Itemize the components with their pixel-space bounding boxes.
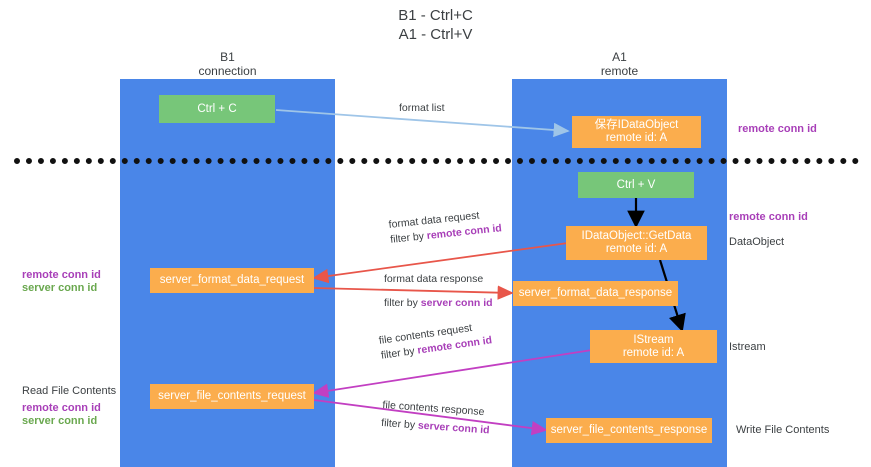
- edge-label-format-data-response-line2: filter by server conn id: [384, 296, 493, 311]
- column-b1-name: B1: [220, 50, 235, 64]
- filter-key-server-conn-id-1: server conn id: [420, 297, 493, 309]
- node-server-file-contents-request-label: server_file_contents_request: [158, 390, 306, 402]
- side-label-dataobject: DataObject: [729, 236, 785, 248]
- node-ctrl-v[interactable]: Ctrl + V: [578, 172, 694, 198]
- column-caption-b1: B1 connection: [120, 50, 335, 78]
- side-label-remote-conn-id-mid: remote conn id: [729, 211, 808, 223]
- node-getdata-title: IDataObject::GetData: [581, 230, 692, 242]
- node-istream-title: IStream: [633, 333, 674, 346]
- node-server-file-contents-response-label: server_file_contents_response: [550, 424, 708, 436]
- side-label-left-remote-conn-id-mid: remote conn id: [22, 269, 101, 281]
- node-save-dataobject-subtitle: remote id: A: [605, 132, 668, 144]
- edge-label-format-list: format list: [399, 102, 445, 114]
- node-server-format-data-response[interactable]: server_format_data_response: [513, 281, 678, 306]
- node-server-file-contents-response[interactable]: server_file_contents_response: [546, 418, 712, 443]
- diagram-title: B1 - Ctrl+C A1 - Ctrl+V: [0, 6, 871, 44]
- node-ctrl-v-label: Ctrl + V: [616, 178, 656, 191]
- edge-label-format-data-request: format data request filter by remote con…: [388, 206, 503, 248]
- node-istream[interactable]: IStream remote id: A: [590, 330, 717, 363]
- node-getdata-subtitle: remote id: A: [605, 243, 668, 255]
- filter-prefix-4: filter by: [380, 416, 419, 432]
- node-ctrl-c[interactable]: Ctrl + C: [159, 95, 275, 123]
- title-line-1: B1 - Ctrl+C: [398, 7, 473, 24]
- title-line-2: A1 - Ctrl+V: [398, 26, 473, 43]
- filter-prefix-1: filter by: [389, 230, 428, 246]
- side-label-left-server-conn-id-bot: server conn id: [22, 415, 98, 427]
- node-getdata[interactable]: IDataObject::GetData remote id: A: [566, 226, 707, 260]
- edge-label-format-data-response-line1: format data response: [384, 273, 484, 285]
- node-ctrl-c-label: Ctrl + C: [197, 102, 237, 115]
- node-server-file-contents-request[interactable]: server_file_contents_request: [150, 384, 314, 409]
- phase-divider: [14, 158, 859, 164]
- side-label-left-server-conn-id-mid: server conn id: [22, 282, 98, 294]
- edge-label-format-data-response: format data response filter by server co…: [384, 272, 493, 311]
- column-caption-a1: A1 remote: [512, 50, 727, 78]
- filter-prefix-3: filter by: [380, 344, 419, 362]
- filter-key-server-conn-id-2: server conn id: [417, 419, 490, 437]
- edge-label-file-contents-response: file contents response filter by server …: [381, 398, 492, 438]
- side-label-istream: Istream: [729, 341, 766, 353]
- side-label-remote-conn-id-top: remote conn id: [738, 123, 817, 135]
- filter-prefix-2: filter by: [384, 297, 421, 309]
- node-server-format-data-request[interactable]: server_format_data_request: [150, 268, 314, 293]
- side-label-write-file-contents: Write File Contents: [736, 424, 830, 436]
- side-label-left-remote-conn-id-bot: remote conn id: [22, 402, 101, 414]
- edge-label-file-contents-request: file contents request filter by remote c…: [378, 318, 493, 363]
- column-a1-sub: remote: [600, 64, 639, 78]
- node-server-format-data-response-label: server_format_data_response: [518, 287, 673, 299]
- side-label-read-file-contents: Read File Contents: [22, 385, 117, 397]
- node-save-dataobject[interactable]: 保存IDataObject remote id: A: [572, 116, 701, 148]
- node-server-format-data-request-label: server_format_data_request: [159, 274, 305, 286]
- column-b1-sub: connection: [198, 64, 257, 78]
- column-a1-name: A1: [612, 50, 627, 64]
- node-istream-subtitle: remote id: A: [622, 346, 685, 359]
- node-save-dataobject-title: 保存IDataObject: [594, 119, 679, 131]
